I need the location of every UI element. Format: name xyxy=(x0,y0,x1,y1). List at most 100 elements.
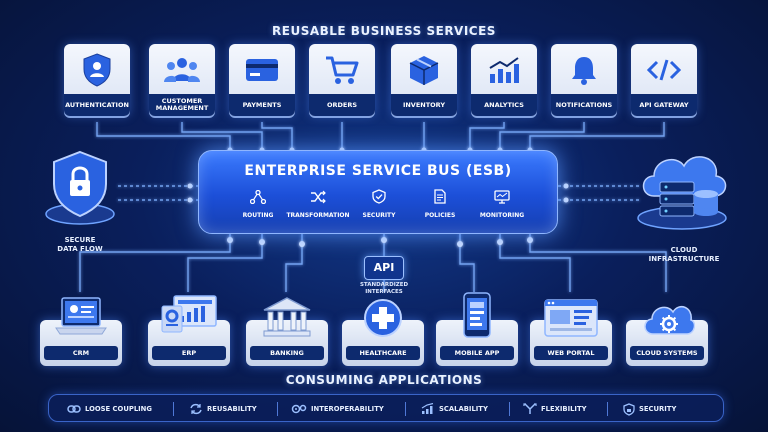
app-card-web-portal[interactable]: WEB PORTAL xyxy=(530,290,612,368)
label-line: SECURE xyxy=(64,236,96,244)
esb-item-policies[interactable]: POLICIES xyxy=(405,189,475,219)
service-card-customer-management[interactable]: CUSTOMER MANAGEMENT xyxy=(149,44,215,116)
api-badge[interactable]: API xyxy=(364,256,404,280)
esb-item-monitoring[interactable]: MONITORING xyxy=(467,189,537,219)
app-card-erp[interactable]: ERP xyxy=(148,290,230,368)
bar-chart-icon xyxy=(471,52,537,88)
refresh-icon xyxy=(190,403,202,415)
esb-item-label: POLICIES xyxy=(424,212,456,219)
esb-item-label: TRANSFORMATION xyxy=(286,212,350,219)
secure-data-flow-node[interactable] xyxy=(40,148,120,228)
service-label: CUSTOMER MANAGEMENT xyxy=(149,94,215,116)
service-card-api-gateway[interactable]: API GATEWAY xyxy=(631,44,697,116)
bell-icon xyxy=(551,52,617,88)
feature-separator xyxy=(173,402,174,416)
service-label: ORDERS xyxy=(309,94,375,116)
app-label: WEB PORTAL xyxy=(534,346,608,360)
feature-label: LOOSE COUPLING xyxy=(85,405,152,413)
secure-data-flow-label: SECURE DATA FLOW xyxy=(44,236,116,254)
laptop-icon xyxy=(40,290,122,338)
feature-label: REUSABILITY xyxy=(207,405,257,413)
gears-icon xyxy=(291,404,307,414)
app-card-cloud-systems[interactable]: CLOUD SYSTEMS xyxy=(626,290,708,368)
service-label: PAYMENTS xyxy=(229,94,295,116)
app-label: CRM xyxy=(44,346,118,360)
enterprise-service-bus[interactable]: ENTERPRISE SERVICE BUS (ESB) ROUTING TRA… xyxy=(198,150,558,234)
growth-chart-icon xyxy=(421,403,434,414)
service-label: NOTIFICATIONS xyxy=(551,94,617,116)
app-card-mobile-app[interactable]: MOBILE APP xyxy=(436,290,518,368)
box-icon xyxy=(391,52,457,88)
feature-label: FLEXIBILITY xyxy=(541,405,587,413)
esb-title: ENTERPRISE SERVICE BUS (ESB) xyxy=(244,163,512,179)
feature-scalability: SCALABILITY xyxy=(421,395,488,423)
smartphone-icon xyxy=(436,290,518,338)
medical-cross-icon xyxy=(342,290,424,338)
lock-shield-icon xyxy=(45,150,115,225)
app-card-banking[interactable]: BANKING xyxy=(246,290,328,368)
users-icon xyxy=(149,52,215,88)
label-line: DATA FLOW xyxy=(57,245,103,253)
feature-separator xyxy=(509,402,510,416)
service-card-orders[interactable]: ORDERS xyxy=(309,44,375,116)
app-label: BANKING xyxy=(250,346,324,360)
esb-item-transformation[interactable]: TRANSFORMATION xyxy=(283,189,353,219)
app-label: MOBILE APP xyxy=(440,346,514,360)
feature-separator xyxy=(405,402,406,416)
dashboard-icon xyxy=(148,290,230,338)
service-card-analytics[interactable]: ANALYTICS xyxy=(471,44,537,116)
app-card-crm[interactable]: CRM xyxy=(40,290,122,368)
app-label: HEALTHCARE xyxy=(346,346,420,360)
service-label: ANALYTICS xyxy=(471,94,537,116)
services-heading: REUSABLE BUSINESS SERVICES xyxy=(272,24,496,38)
document-icon xyxy=(434,189,446,204)
service-card-inventory[interactable]: INVENTORY xyxy=(391,44,457,116)
feature-label: SECURITY xyxy=(639,405,677,413)
code-icon xyxy=(631,52,697,88)
feature-flexibility: FLEXIBILITY xyxy=(523,395,587,423)
shopping-cart-icon xyxy=(309,52,375,88)
service-label: INVENTORY xyxy=(391,94,457,116)
browser-icon xyxy=(530,290,612,338)
service-label: API GATEWAY xyxy=(631,94,697,116)
label-line: CLOUD xyxy=(670,246,698,254)
app-platform: WEB PORTAL xyxy=(530,320,612,366)
monitor-icon xyxy=(494,190,510,204)
shield-user-icon xyxy=(64,52,130,88)
feature-separator xyxy=(607,402,608,416)
esb-item-label: SECURITY xyxy=(362,212,396,219)
credit-card-icon xyxy=(229,52,295,88)
service-card-notifications[interactable]: NOTIFICATIONS xyxy=(551,44,617,116)
esb-item-routing[interactable]: ROUTING xyxy=(223,189,293,219)
app-platform: BANKING xyxy=(246,320,328,366)
cloud-server-icon xyxy=(637,156,727,230)
feature-reusability: REUSABILITY xyxy=(189,395,257,423)
standardized-interfaces-caption: STANDARDIZED INTERFACES xyxy=(344,282,424,296)
app-label: ERP xyxy=(152,346,226,360)
link-icon xyxy=(67,405,81,413)
caption-line: STANDARDIZED xyxy=(359,282,409,288)
esb-item-label: ROUTING xyxy=(242,212,274,219)
app-card-healthcare[interactable]: HEALTHCARE xyxy=(342,290,424,368)
esb-item-security[interactable]: SECURITY xyxy=(344,189,414,219)
feature-security: SECURITY xyxy=(623,395,676,423)
branch-icon xyxy=(523,403,537,414)
bank-icon xyxy=(246,290,328,338)
features-bar: LOOSE COUPLING REUSABILITY INTEROPERABIL… xyxy=(48,394,724,422)
feature-interoperability: INTEROPERABILITY xyxy=(291,395,384,423)
shuffle-icon xyxy=(311,190,326,204)
shield-check-icon xyxy=(372,189,386,204)
service-card-payments[interactable]: PAYMENTS xyxy=(229,44,295,116)
app-platform: MOBILE APP xyxy=(436,320,518,366)
routing-icon xyxy=(249,189,267,205)
feature-loose-coupling: LOOSE COUPLING xyxy=(67,395,152,423)
cloud-infrastructure-label: CLOUD INFRASTRUCTURE xyxy=(636,246,732,264)
feature-separator xyxy=(277,402,278,416)
cloud-gear-icon xyxy=(626,290,708,338)
service-card-authentication[interactable]: AUTHENTICATION xyxy=(64,44,130,116)
app-platform: ERP xyxy=(148,320,230,366)
app-label: CLOUD SYSTEMS xyxy=(630,346,704,360)
cloud-infrastructure-node[interactable] xyxy=(632,140,732,232)
label-line: INFRASTRUCTURE xyxy=(648,255,720,263)
